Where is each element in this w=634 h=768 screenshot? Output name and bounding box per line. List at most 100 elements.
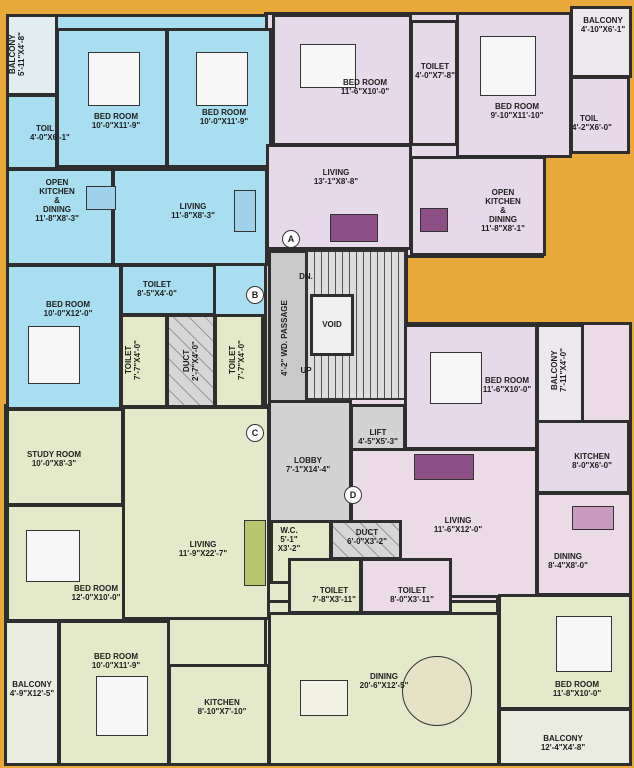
bed-icon [300,44,356,88]
room-name: TOILET [142,280,172,289]
room-name: LIVING [179,202,207,211]
void [310,294,354,356]
toil-right [570,76,630,154]
room-dimension: 7'-8"x3'-11" [312,595,356,604]
dining-table-icon [420,208,448,232]
room-dimension: 11'-8"x8'-3" [171,211,215,220]
flat-marker-c: C [246,424,264,442]
room-name: LIFT [369,428,387,437]
flat-marker-d: D [344,486,362,504]
room-dimension: 7'-7"x4'-0" [133,340,142,380]
room-dimension: 4'-10"x6'-1" [580,25,626,34]
room-name: TOILET [420,62,450,71]
bed-icon [430,352,482,404]
room-name: TOIL [35,124,55,133]
room-label: TOILET 7'-7"x4'-0" [228,330,248,390]
room-dimension: 11'-6"x10'-0" [340,87,390,96]
room-dimension: 8'-4"x8'-0" [548,561,588,570]
room-dimension: 11'-9"x22'-7" [178,549,228,558]
open-kitchen-right [410,156,546,256]
room-dimension: 10'-0"x8'-3" [31,459,77,468]
room-dimension: 12'-0"x10'-0" [71,593,121,602]
room-name: BED ROOM [202,108,246,117]
room-dimension: 11'-6"x10'-0" [482,385,532,394]
room-name: BED ROOM [94,112,138,121]
room-name: LOBBY [294,456,322,465]
room-name: OPEN KITCHEN & DINING [485,188,521,224]
room-name: BED ROOM [555,680,599,689]
sofa-icon [330,214,378,242]
room-name: BALCONY [543,734,583,743]
void-label: VOID [322,320,342,329]
room-name: DINING [370,672,398,681]
room-dimension: 11'-8"x8'-3" [35,214,79,223]
balcony-mid-right [536,324,584,424]
flat-marker-a: A [282,230,300,248]
room-name: BED ROOM [46,300,90,309]
room-dimension: 10'-0"x11'-9" [91,121,141,130]
room-dimension: 2'-7"x4'-0" [191,341,200,381]
room-dimension: 10'-0"x11'-9" [199,117,249,126]
room-label: BALCONY 7'-11"x4'-0" [550,334,570,406]
dining-table-icon [572,506,614,530]
room-name: LIVING [322,168,350,177]
room-dimension: 6'-0"x3'-2" [347,537,387,546]
bed-icon [28,326,80,384]
bed-icon [480,36,536,96]
room-name: DUCT [355,528,379,537]
dining-table-icon [86,186,116,210]
room-dimension: 10'-0"x11'-9" [91,661,141,670]
room-dimension: 8'-0"x3'-11" [390,595,434,604]
room-name: BED ROOM [485,376,529,385]
stair-up-label: UP [300,366,312,375]
round-dining-icon [402,656,472,726]
sofa-icon [244,520,266,586]
dining-table-icon [300,680,348,716]
room-dimension: 4'-2"x6'-0" [572,123,612,132]
bed-icon [196,52,248,106]
room-name: BED ROOM [343,78,387,87]
flat-marker-b: B [246,286,264,304]
room-dimension: 7'-1"x14'-4" [285,465,331,474]
room-dimension: 20'-6"x12'-5" [359,681,409,690]
room-name: DINING [554,552,582,561]
room-name: TOILET [228,345,237,375]
stair-down-label: DN. [299,272,313,281]
bed-icon [88,52,140,106]
room-dimension: 4'-0"x7'-8" [415,71,455,80]
passage-label: 4'-2" WD. PASSAGE [280,300,289,376]
room-name: BALCONY [12,680,52,689]
room-dimension: 7'-7"x4'-0" [237,340,246,380]
room-dimension: 4'-9"x12'-5" [9,689,55,698]
room-dimension: 11'-8"x8'-1" [481,224,525,233]
room-dimension: 10'-0"x12'-0" [43,309,93,318]
room-dimension: 4'-5"x5'-3" [358,437,398,446]
room-name: BED ROOM [74,584,118,593]
room-dimension: 9'-10"x11'-10" [490,111,544,120]
room-dimension: 4'-0"x6'-1" [30,133,70,142]
room-name: KITCHEN [204,698,240,707]
balcony-top-left [6,14,58,96]
balcony-bottom-left [4,620,60,766]
